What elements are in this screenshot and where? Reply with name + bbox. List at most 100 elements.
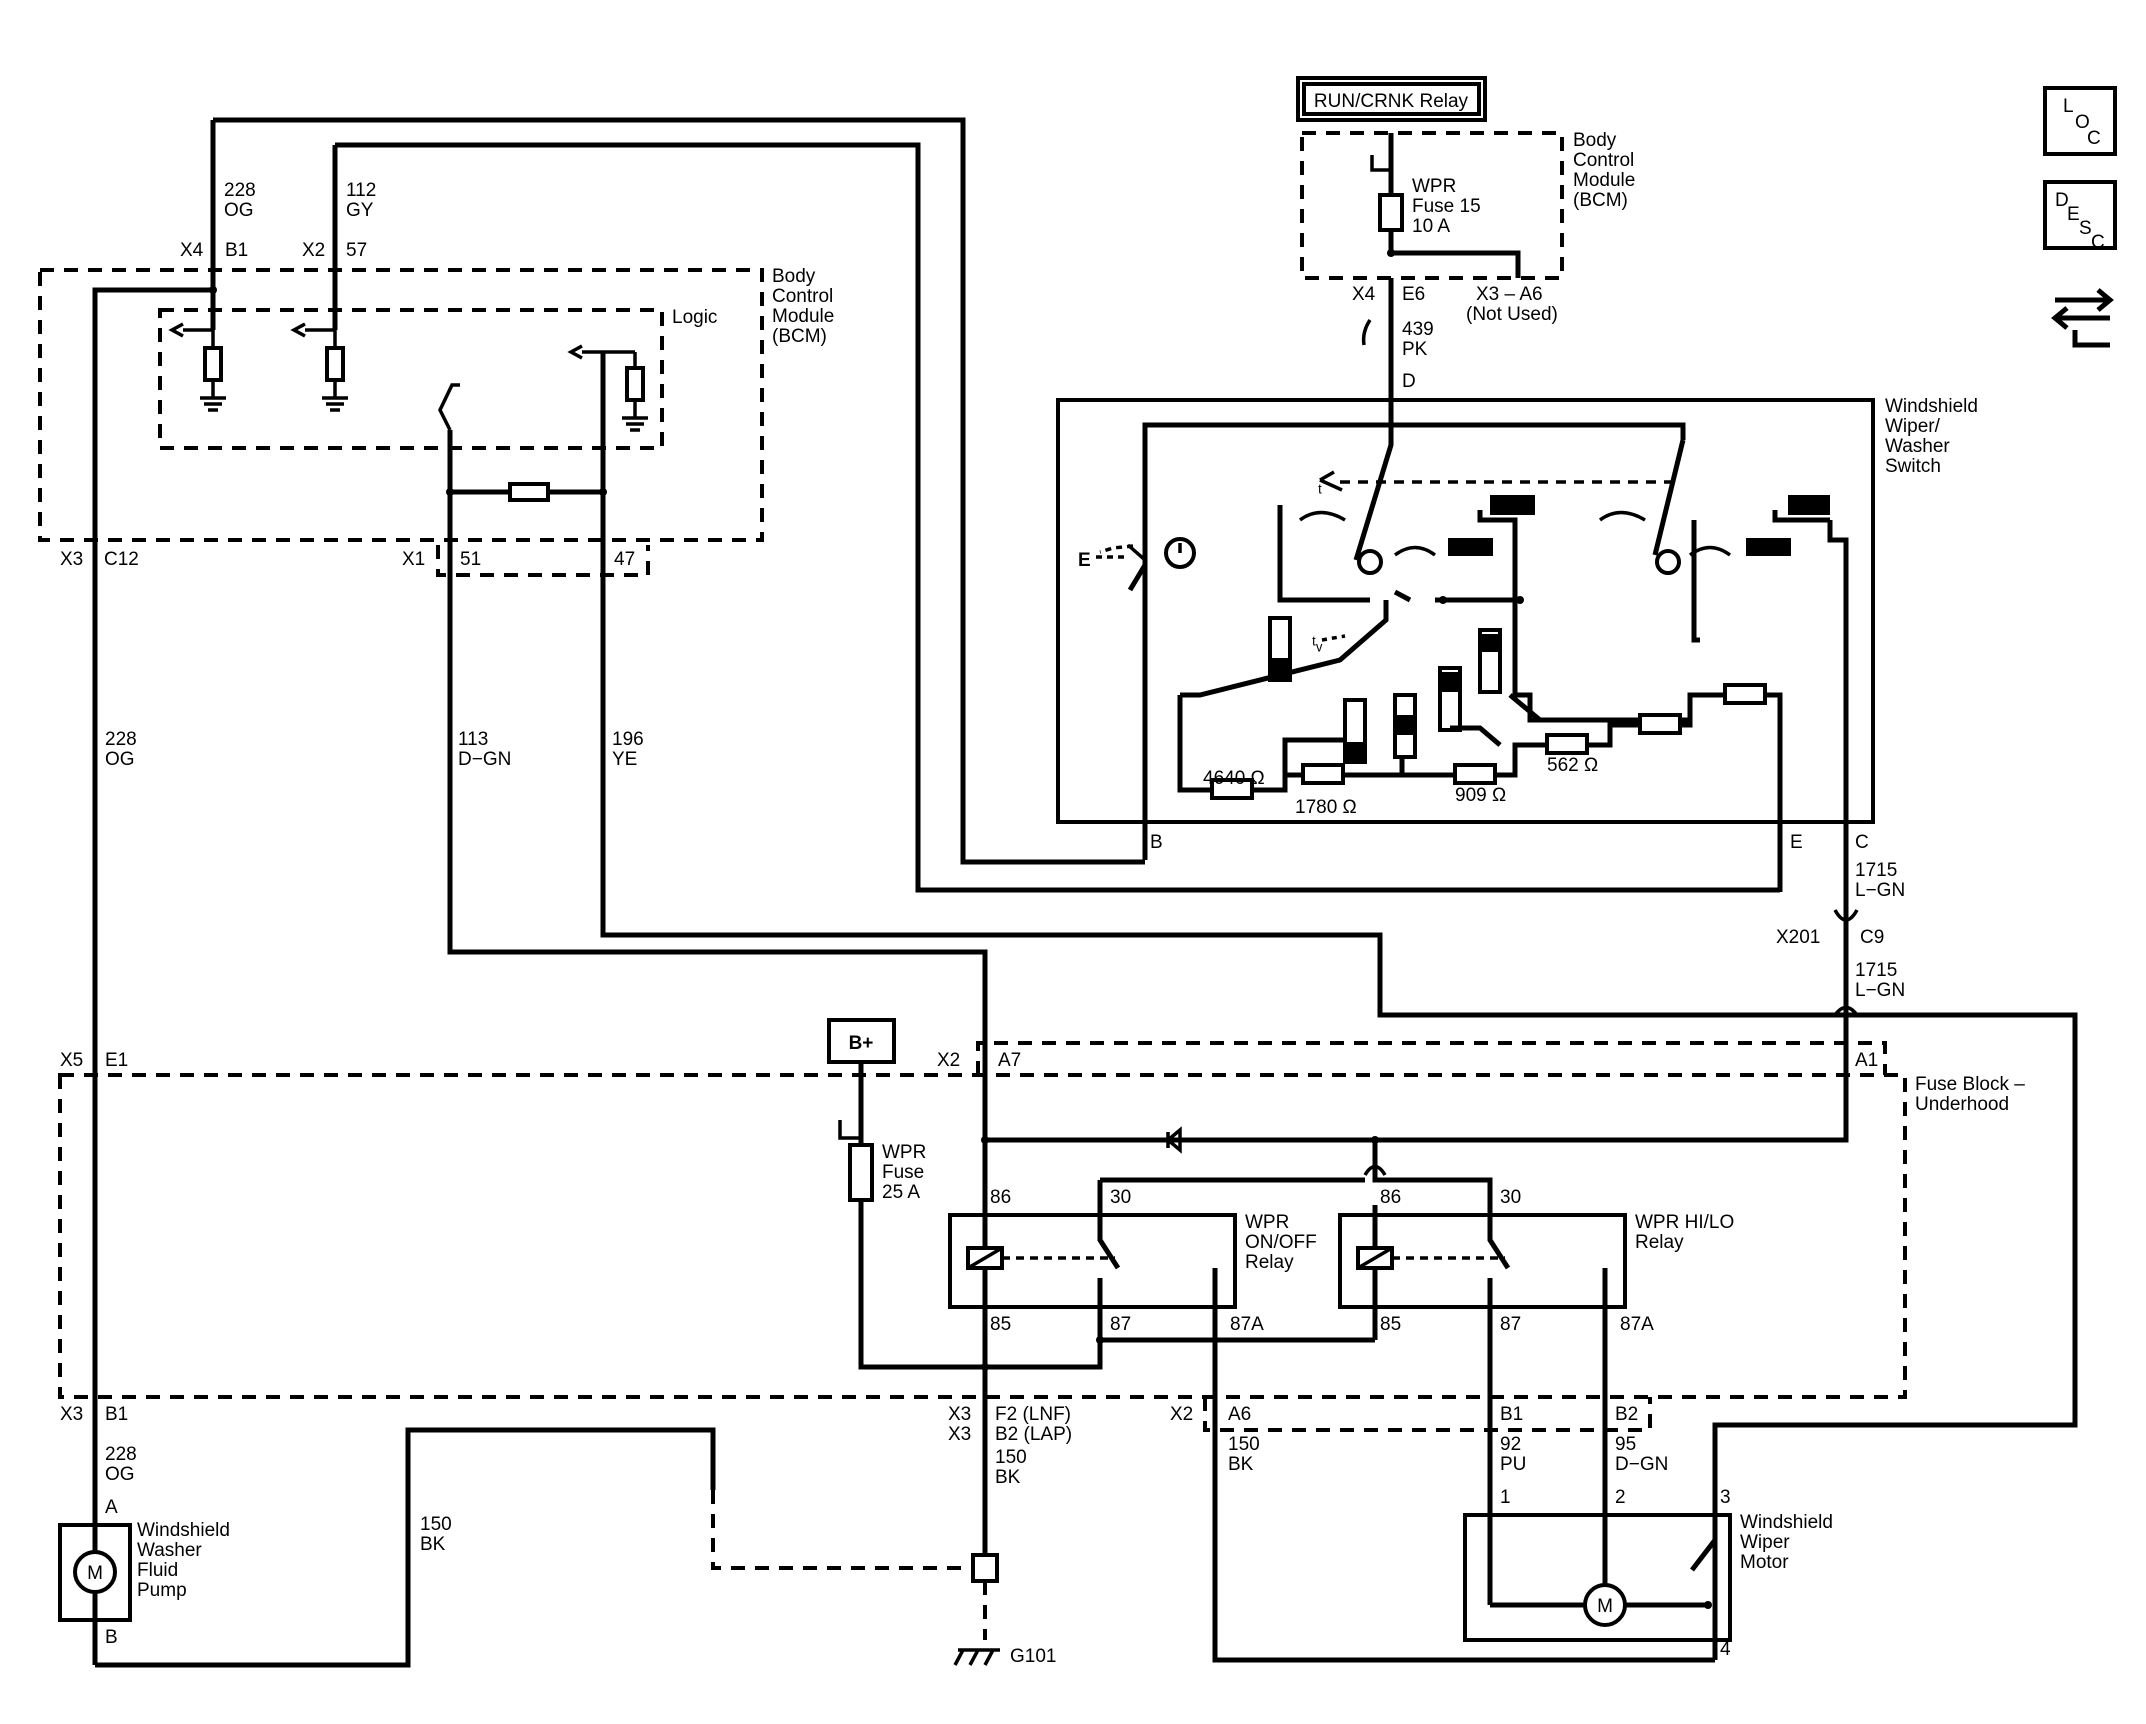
pin-a1: A1: [1855, 1050, 1878, 1071]
pin-30-a: 30: [1110, 1187, 1131, 1208]
wire-pu: PU: [1500, 1454, 1526, 1475]
pin-b2-lap: B2 (LAP): [995, 1424, 1072, 1445]
conn-x5: X5: [60, 1050, 83, 1071]
wiper-icon-1: [1298, 510, 1346, 522]
bcm-top-label-1: Body: [1573, 130, 1617, 151]
connector-arrows-icon[interactable]: [2051, 288, 2114, 348]
wire-bk-b: BK: [1228, 1454, 1254, 1475]
relay2-label-2: Relay: [1635, 1232, 1684, 1253]
switch-bar-1: [1490, 495, 1535, 515]
pin-f2-lnf: F2 (LNF): [995, 1404, 1071, 1425]
pin-87-a: 87: [1110, 1314, 1131, 1335]
resistor-5: [1638, 713, 1682, 735]
bcm-top-label-3: Module: [1573, 170, 1635, 191]
motor-label-2: Wiper: [1740, 1532, 1790, 1553]
pin-a6: A6: [1228, 1404, 1251, 1425]
motor-label-3: Motor: [1740, 1552, 1789, 1573]
wire-gy: GY: [346, 200, 374, 221]
switch-contact-1: [1357, 549, 1383, 575]
wash-arrow-icon: [1319, 470, 1343, 492]
wire-150-a: 150: [995, 1447, 1027, 1468]
bcm-left-label-2: Control: [772, 286, 833, 307]
pump-label-2: Washer: [137, 1540, 202, 1561]
pin-a7: A7: [998, 1050, 1021, 1071]
conn-x2-a6: X2: [1170, 1404, 1193, 1425]
switch-label-3: Washer: [1885, 436, 1950, 457]
logic-block: [158, 308, 664, 450]
wire-228-mid: 228: [105, 729, 137, 750]
fuse25-label-2: Fuse: [882, 1162, 924, 1183]
bcm-top-label-4: (BCM): [1573, 190, 1628, 211]
pump-label-3: Fluid: [137, 1560, 178, 1581]
wire-bk-a: BK: [995, 1467, 1021, 1488]
switch-bar-2: [1448, 538, 1493, 556]
wash-sym-2: ᵗᵥ: [1312, 634, 1323, 655]
conn-x4-left: X4: [180, 240, 204, 261]
wire-og-bot: OG: [105, 1464, 135, 1485]
bcm-left-label-3: Module: [772, 306, 834, 327]
ground-icon: [953, 1648, 1000, 1666]
location-icon[interactable]: L O C: [2043, 86, 2117, 156]
pin-c9: C9: [1860, 927, 1884, 948]
desc-letter-d: D: [2055, 190, 2069, 211]
relay1-label-1: WPR: [1245, 1212, 1289, 1233]
wire-92: 92: [1500, 1434, 1521, 1455]
pin-47: 47: [614, 549, 635, 570]
switch-contact-2: [1655, 549, 1681, 575]
washer-pump-box: [58, 1523, 132, 1622]
wire-228-bot: 228: [105, 1444, 137, 1465]
description-icon[interactable]: D E S C: [2043, 180, 2117, 253]
resistor-562: [1545, 733, 1589, 755]
wire-439: 439: [1402, 319, 1434, 340]
motor-pin-2: 2: [1615, 1487, 1626, 1508]
diode: [1165, 1126, 1182, 1154]
switch-pin-b: B: [1150, 832, 1163, 853]
wire-112: 112: [346, 180, 376, 201]
pin-b1-top: B1: [225, 240, 248, 261]
conn-x2-a7: X2: [937, 1050, 960, 1071]
conn-x3-b2: X3: [948, 1424, 971, 1445]
wiper-icon-3: [1393, 545, 1437, 557]
motor-m-label: M: [1597, 1596, 1613, 1617]
wire-lgn-b: L−GN: [1855, 980, 1905, 1001]
pin-85-a: 85: [990, 1314, 1011, 1335]
wiper-washer-switch-box: [1056, 398, 1875, 824]
wire-150-c: 150: [420, 1514, 452, 1535]
switch-bar-3: [1788, 495, 1830, 515]
relay2-label-1: WPR HI/LO: [1635, 1212, 1734, 1233]
pin-86-a: 86: [990, 1187, 1011, 1208]
wire-196: 196: [612, 729, 644, 750]
ground-g101-label: G101: [1010, 1646, 1056, 1667]
desc-letter-s: S: [2079, 218, 2092, 239]
switch-label-4: Switch: [1885, 456, 1941, 477]
resistor-6: [1723, 683, 1767, 705]
pin-87a-b: 87A: [1620, 1314, 1654, 1335]
switch-pin-c: C: [1855, 832, 1869, 853]
wire-og-top: OG: [224, 200, 254, 221]
motor-pin-4: 4: [1720, 1639, 1731, 1660]
bcm-left-label-4: (BCM): [772, 326, 827, 347]
pin-b1-motor: B1: [1500, 1404, 1523, 1425]
r1780-label: 1780 Ω: [1295, 797, 1357, 818]
relay1-label-2: ON/OFF: [1245, 1232, 1317, 1253]
loc-letter-l: L: [2063, 96, 2074, 117]
pin-87a-a: 87A: [1230, 1314, 1264, 1335]
wire-pk: PK: [1402, 339, 1428, 360]
wpr-fuse-25: [848, 1143, 874, 1202]
pin-e1: E1: [105, 1050, 128, 1071]
loc-letter-o: O: [2075, 112, 2090, 133]
motor-pin-3: 3: [1720, 1487, 1731, 1508]
pin-57: 57: [346, 240, 367, 261]
desc-letter-c: C: [2091, 232, 2105, 253]
e-arrow-label: E: [1078, 550, 1091, 571]
pin-51: 51: [460, 549, 481, 570]
pump-label-4: Pump: [137, 1580, 187, 1601]
wire-og-mid: OG: [105, 749, 135, 770]
bcm-top-module: [1300, 131, 1564, 280]
wire-bk-c: BK: [420, 1534, 446, 1555]
fuse15-label-3: 10 A: [1412, 216, 1450, 237]
fuse-block-label-2: Underhood: [1915, 1094, 2009, 1115]
wire-1715-b: 1715: [1855, 960, 1897, 981]
pump-motor-icon: [73, 1550, 117, 1594]
